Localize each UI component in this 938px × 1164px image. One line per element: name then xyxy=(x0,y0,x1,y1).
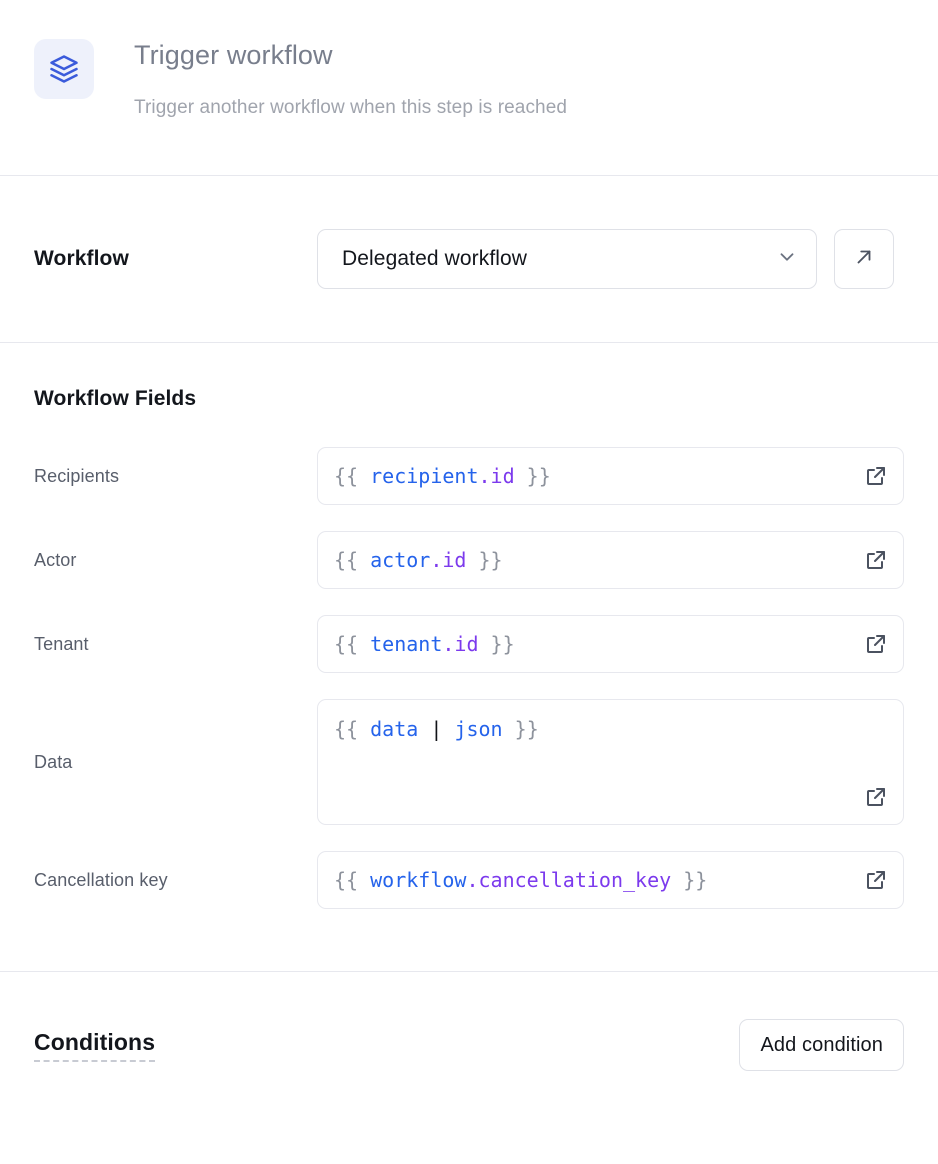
field-label: Data xyxy=(34,751,73,772)
field-row: Cancellation key {{ workflow.cancellation… xyxy=(34,851,904,909)
panel-header: Trigger workflow Trigger another workflo… xyxy=(0,0,938,175)
arrow-up-right-icon xyxy=(853,246,875,273)
workflow-fields-list: Recipients {{ recipient.id }} Actor {{ acto… xyxy=(34,447,904,909)
divider-workflow xyxy=(0,342,938,343)
liquid-template-input[interactable]: {{ data | json }} xyxy=(317,699,904,825)
external-link-icon[interactable] xyxy=(863,631,889,657)
liquid-template-value: {{ tenant.id }} xyxy=(334,632,515,656)
workflow-select[interactable]: Delegated workflow xyxy=(317,229,817,289)
external-link-icon[interactable] xyxy=(863,547,889,573)
workflow-label: Workflow xyxy=(34,247,129,270)
layers-icon xyxy=(34,39,94,99)
field-label: Recipients xyxy=(34,465,120,486)
liquid-template-value: {{ data | json }} xyxy=(334,717,539,741)
liquid-template-input[interactable]: {{ actor.id }} xyxy=(317,531,904,589)
field-label: Tenant xyxy=(34,633,89,654)
external-link-icon[interactable] xyxy=(863,463,889,489)
page-title: Trigger workflow xyxy=(134,40,333,70)
field-row: Actor {{ actor.id }} xyxy=(34,531,904,589)
liquid-template-value: {{ recipient.id }} xyxy=(334,464,551,488)
workflow-select-value: Delegated workflow xyxy=(342,247,528,270)
conditions-title: Conditions xyxy=(34,1028,156,1062)
field-label: Actor xyxy=(34,549,77,570)
workflow-fields-heading: Workflow Fields xyxy=(34,387,197,410)
field-row: Data {{ data | json }} xyxy=(34,699,904,825)
liquid-template-input[interactable]: {{ tenant.id }} xyxy=(317,615,904,673)
liquid-template-value: {{ actor.id }} xyxy=(334,548,503,572)
conditions-section: Conditions Add condition xyxy=(0,972,938,1118)
add-condition-button[interactable]: Add condition xyxy=(739,1019,904,1071)
chevron-down-icon xyxy=(776,246,798,273)
field-row: Recipients {{ recipient.id }} xyxy=(34,447,904,505)
page-subtitle: Trigger another workflow when this step … xyxy=(134,97,568,118)
external-link-icon[interactable] xyxy=(863,784,889,810)
panel-header-text: Trigger workflow Trigger another workflo… xyxy=(134,34,567,128)
workflow-section: Workflow Delegated workflow xyxy=(0,176,938,342)
divider-header xyxy=(0,175,938,176)
workflow-fields-section: Workflow Fields Recipients {{ recipient.i… xyxy=(0,343,938,971)
field-row: Tenant {{ tenant.id }} xyxy=(34,615,904,673)
liquid-template-input[interactable]: {{ recipient.id }} xyxy=(317,447,904,505)
divider-fields xyxy=(0,971,938,972)
external-link-icon[interactable] xyxy=(863,867,889,893)
open-workflow-button[interactable] xyxy=(834,229,894,289)
workflow-select-group: Delegated workflow xyxy=(317,229,904,289)
liquid-template-value: {{ workflow.cancellation_key }} xyxy=(334,868,708,892)
field-label: Cancellation key xyxy=(34,869,168,890)
liquid-template-input[interactable]: {{ workflow.cancellation_key }} xyxy=(317,851,904,909)
